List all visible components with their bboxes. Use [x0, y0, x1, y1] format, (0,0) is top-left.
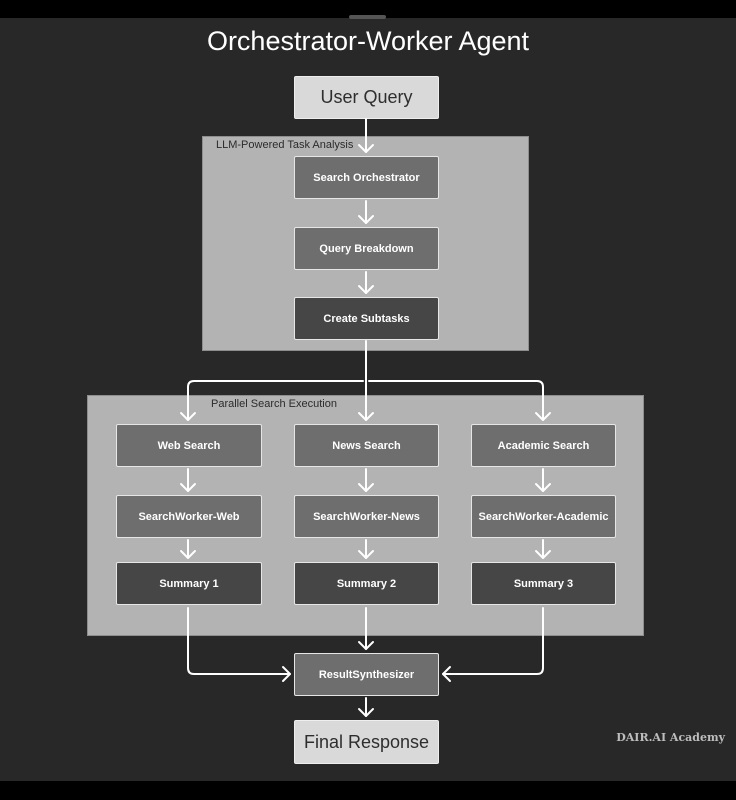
node-query-breakdown[interactable]: Query Breakdown — [294, 227, 439, 270]
drag-handle[interactable] — [349, 15, 386, 19]
node-academic-search[interactable]: Academic Search — [471, 424, 616, 467]
node-searchworker-news[interactable]: SearchWorker-News — [294, 495, 439, 538]
node-searchworker-academic[interactable]: SearchWorker-Academic — [471, 495, 616, 538]
node-news-search[interactable]: News Search — [294, 424, 439, 467]
node-summary-3[interactable]: Summary 3 — [471, 562, 616, 605]
node-web-search[interactable]: Web Search — [116, 424, 262, 467]
node-search-orchestrator[interactable]: Search Orchestrator — [294, 156, 439, 199]
group-label-task-analysis: LLM-Powered Task Analysis — [216, 139, 354, 151]
node-final-response[interactable]: Final Response — [294, 720, 439, 764]
node-summary-1[interactable]: Summary 1 — [116, 562, 262, 605]
node-summary-2[interactable]: Summary 2 — [294, 562, 439, 605]
diagram-title: Orchestrator-Worker Agent — [206, 26, 530, 56]
node-user-query[interactable]: User Query — [294, 76, 439, 119]
group-label-parallel-execution: Parallel Search Execution — [211, 398, 337, 410]
watermark-logo: DAIR.AI Academy — [616, 731, 725, 744]
node-create-subtasks[interactable]: Create Subtasks — [294, 297, 439, 340]
node-searchworker-web[interactable]: SearchWorker-Web — [116, 495, 262, 538]
node-result-synthesizer[interactable]: ResultSynthesizer — [294, 653, 439, 696]
